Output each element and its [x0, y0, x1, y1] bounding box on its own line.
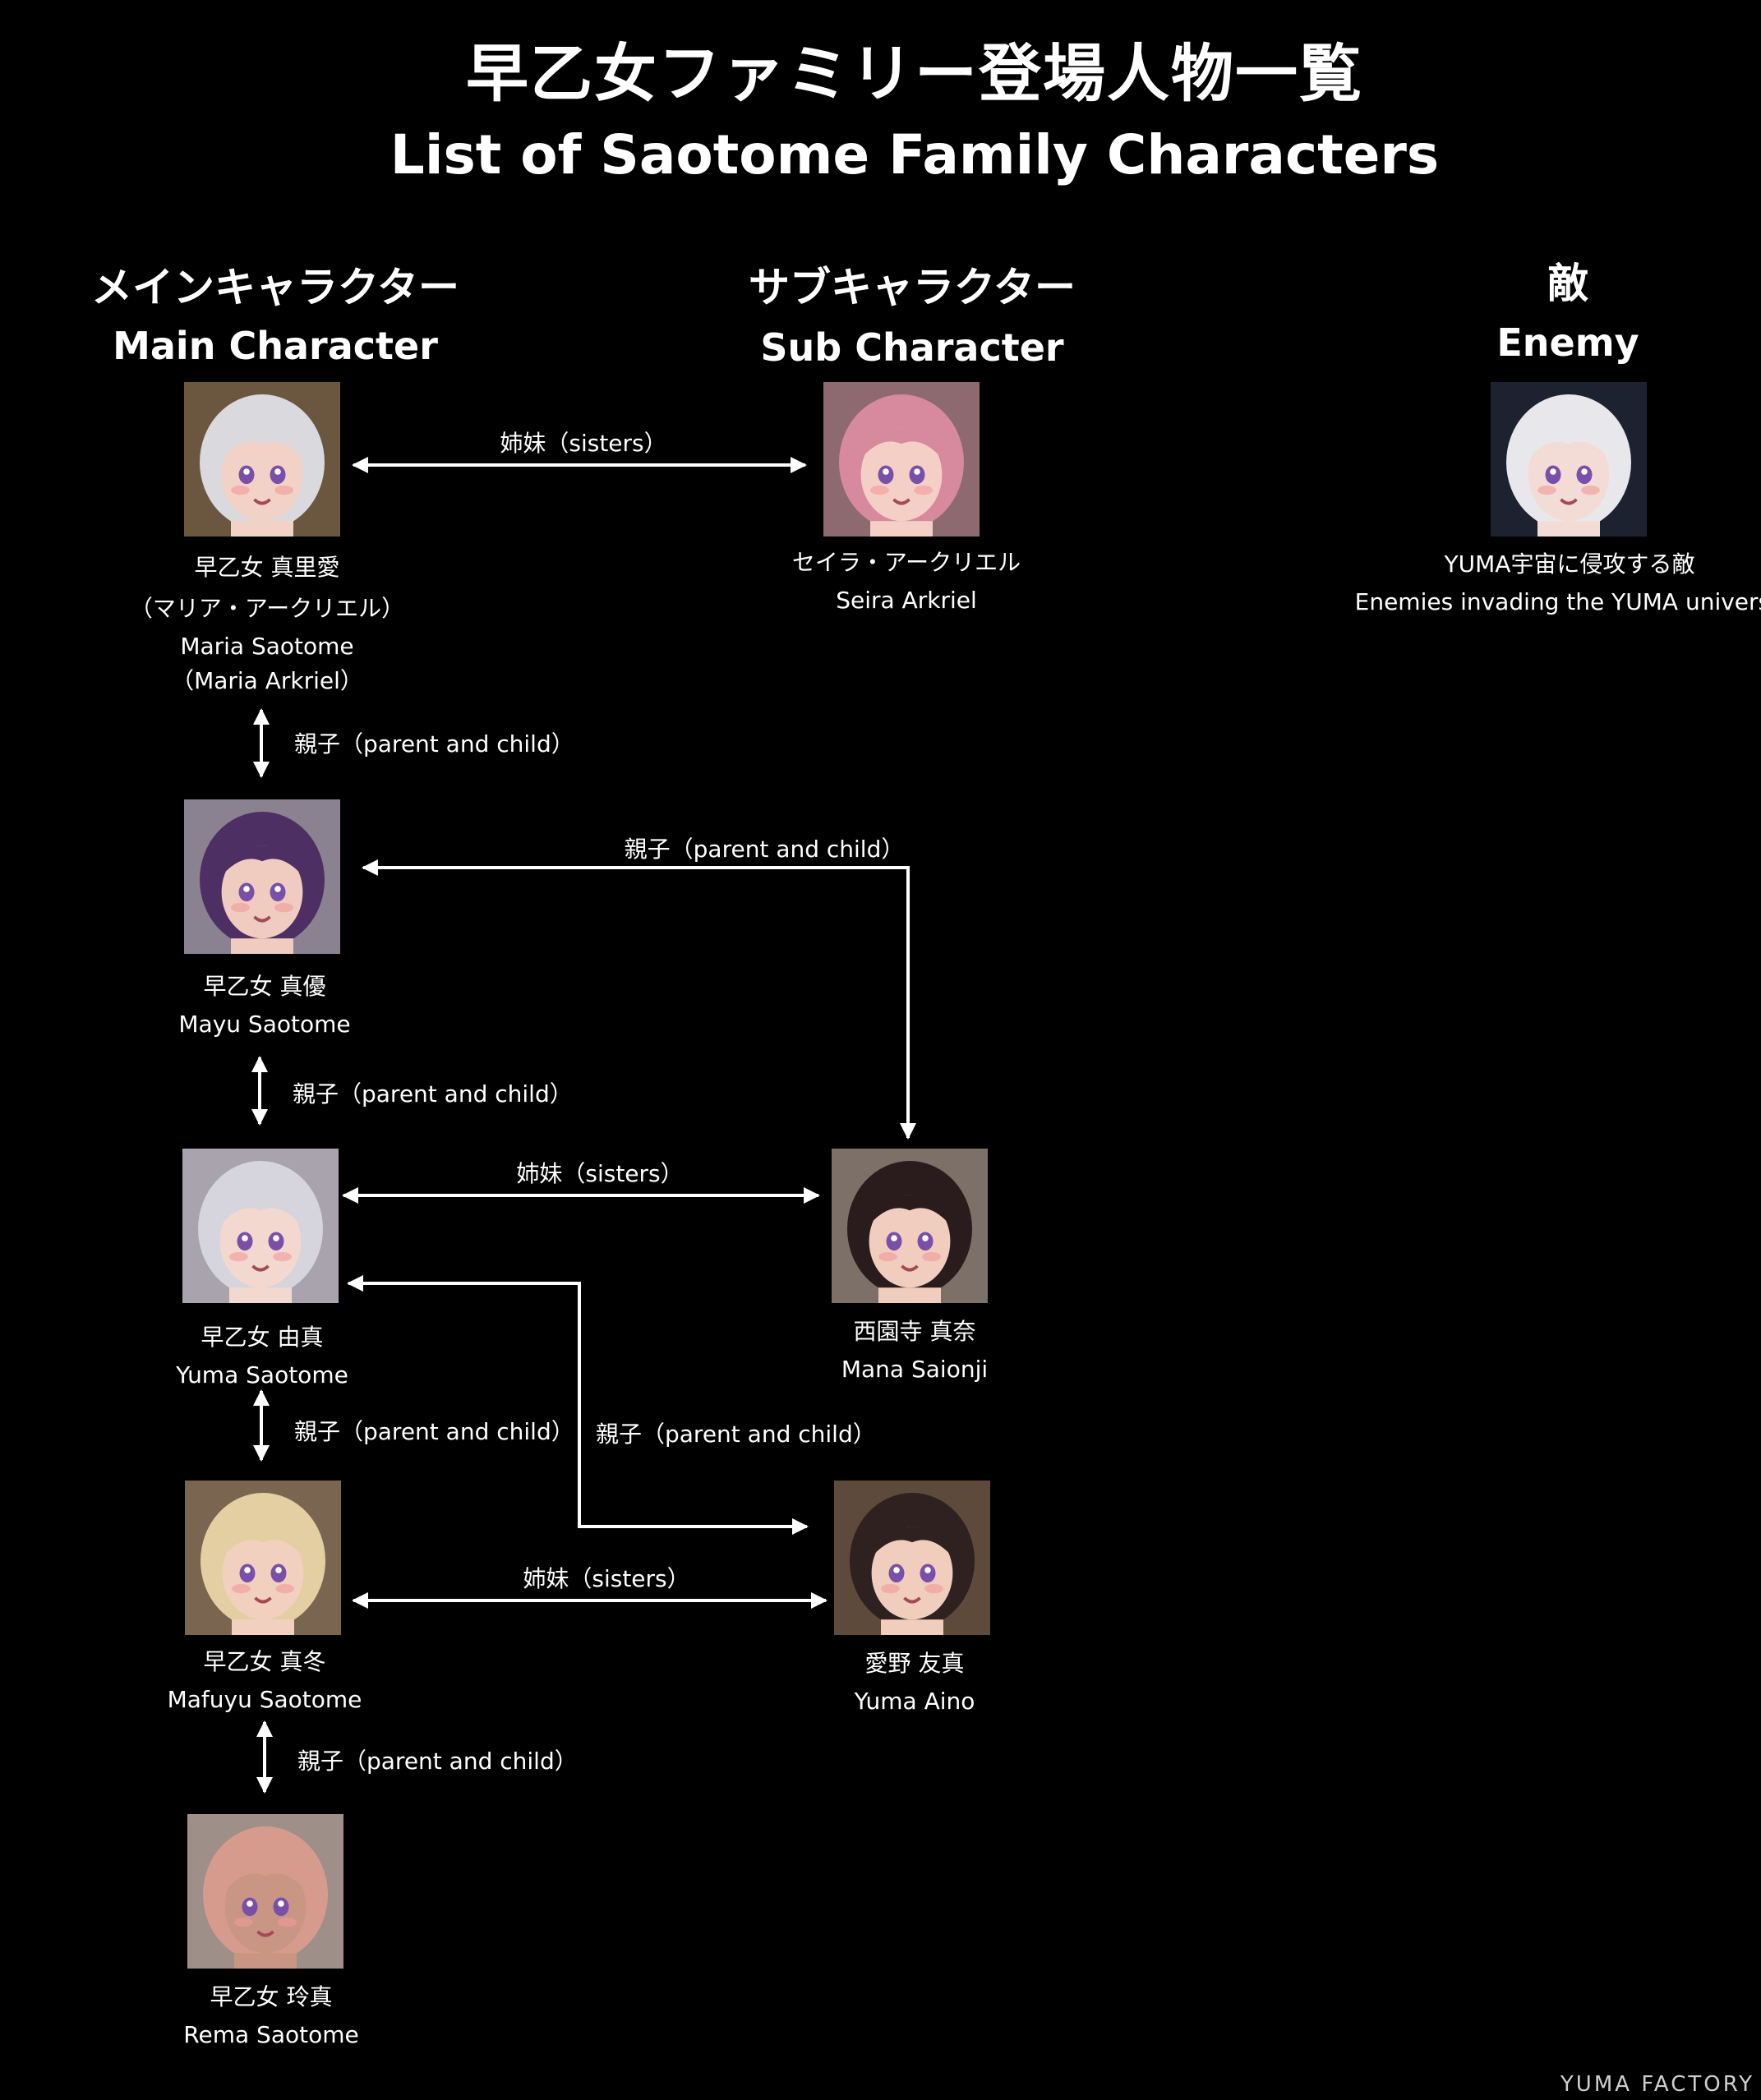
sub-heading-jp: サブキャラクター: [749, 264, 1076, 311]
relation-label-parent-child: 親子（parent and child）: [297, 1748, 578, 1775]
character-name-maria: 早乙女 真里愛 （マリア・アークリエル） Maria Saotome （Mari…: [129, 554, 405, 694]
page-title-jp: 早乙女ファミリー登場人物一覧: [466, 37, 1363, 110]
avatar-maria: [184, 382, 340, 537]
character-name-seira: セイラ・アークリエル Seira Arkriel: [791, 549, 1021, 614]
character-name-yuma-aino: 愛野 友真 Yuma Aino: [854, 1650, 975, 1715]
relation-label-parent-child: 親子（parent and child）: [624, 836, 905, 863]
avatar-mayu: [184, 799, 340, 954]
main-heading-jp: メインキャラクター: [91, 264, 459, 311]
character-name-mana: 西園寺 真奈 Mana Saionji: [841, 1318, 989, 1383]
character-name-mayu: 早乙女 真優 Mayu Saotome: [178, 973, 351, 1038]
arrow-yuma-yumaaino: [347, 1275, 809, 1535]
avatar-mafuyu: [185, 1481, 341, 1635]
avatar-yuma-saotome: [182, 1149, 339, 1303]
character-name-mafuyu: 早乙女 真冬 Mafuyu Saotome: [167, 1648, 362, 1713]
relation-label-sisters: 姉妹（sisters）: [500, 430, 667, 457]
avatar-mana: [832, 1149, 988, 1303]
main-heading-en: Main Character: [113, 324, 438, 368]
character-name-yuma-saotome: 早乙女 由真 Yuma Saotome: [176, 1324, 348, 1388]
avatar-seira: [823, 382, 980, 537]
relation-label-parent-child: 親子（parent and child）: [294, 1418, 574, 1445]
character-name-rema: 早乙女 玲真 Rema Saotome: [183, 1983, 359, 2048]
avatar-enemy: [1491, 382, 1647, 537]
character-name-enemy: YUMA宇宙に侵攻する敵 Enemies invading the YUMA u…: [1354, 550, 1761, 615]
brand-watermark: YUMA FACTORY: [1560, 2072, 1754, 2097]
enemy-heading-jp: 敵: [1547, 260, 1588, 307]
sub-heading-en: Sub Character: [760, 325, 1064, 370]
page-title-en: List of Saotome Family Characters: [390, 123, 1440, 187]
enemy-heading-en: Enemy: [1496, 320, 1639, 365]
relation-label-sisters: 姉妹（sisters）: [523, 1565, 690, 1592]
relation-label-parent-child: 親子（parent and child）: [294, 730, 574, 758]
avatar-yuma-aino: [834, 1481, 990, 1635]
relation-label-sisters: 姉妹（sisters）: [516, 1160, 684, 1187]
avatar-rema: [187, 1814, 343, 1969]
relation-label-parent-child: 親子（parent and child）: [596, 1421, 876, 1448]
relation-label-parent-child: 親子（parent and child）: [293, 1080, 573, 1108]
arrow-seira-mana: [362, 859, 916, 1140]
